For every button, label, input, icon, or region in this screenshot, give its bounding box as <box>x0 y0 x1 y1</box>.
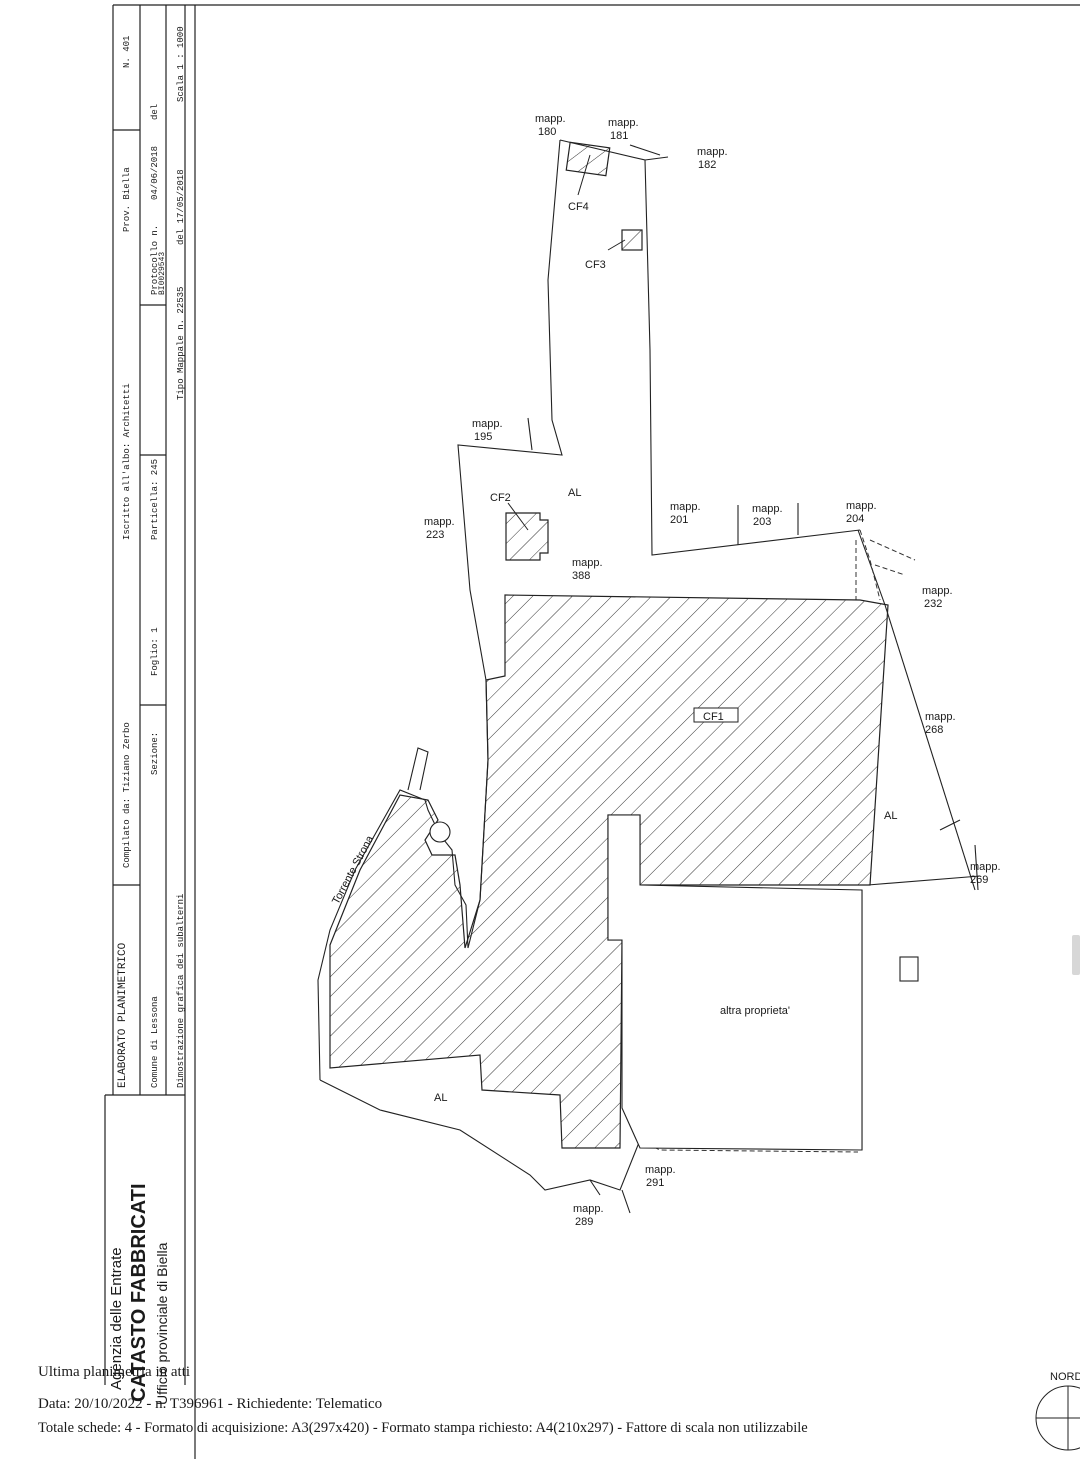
label-sezione: Sezione: <box>150 731 160 775</box>
label-scala: Scala 1 : 1000 <box>176 26 186 102</box>
label-cf4: CF4 <box>568 201 589 213</box>
label-mapp-181: mapp.181 <box>608 117 639 142</box>
label-mapp-223: mapp.223 <box>424 516 455 541</box>
north-compass <box>1035 1385 1080 1451</box>
cf3-hatched-area <box>621 229 643 251</box>
label-mapp-289: mapp.289 <box>573 1203 604 1228</box>
footer-line3: Totale schede: 4 - Formato di acquisizio… <box>38 1420 808 1436</box>
altra-proprieta-area <box>607 814 863 1151</box>
compass-label: NORD <box>1050 1371 1080 1383</box>
parcel-boundaries <box>317 139 981 1214</box>
cf4-hatched-area <box>565 141 611 177</box>
cf1-label-box <box>693 707 739 723</box>
label-dimostrazione: Dimostrazione grafica dei subalterni <box>176 893 186 1088</box>
label-mapp-204: mapp.204 <box>846 500 877 525</box>
label-al-right: AL <box>884 810 897 822</box>
label-mapp-195: mapp.195 <box>472 418 503 443</box>
label-mapp-180: mapp.180 <box>535 113 566 138</box>
label-iscritto: Iscritto all'albo: Architetti <box>122 383 132 540</box>
label-mapp-388: mapp.388 <box>572 557 603 582</box>
label-al-top: AL <box>568 487 581 499</box>
label-prov: Prov. Biella <box>122 167 132 232</box>
label-date: 04/06/2018 <box>150 145 160 200</box>
label-tipo-mappale: Tipo Mappale n. 22535 <box>176 286 186 400</box>
label-mapp-182: mapp.182 <box>697 146 728 171</box>
label-mapp-203: mapp.203 <box>752 503 783 528</box>
label-mapp-268: mapp.268 <box>925 711 956 736</box>
label-altra-proprieta: altra proprieta' <box>720 1005 790 1017</box>
label-elaborato: ELABORATO PLANIMETRICO <box>117 942 129 1088</box>
label-mapp-269: mapp.269 <box>970 861 1001 886</box>
pond-circle <box>429 821 451 843</box>
label-particella: Particella: 245 <box>150 458 160 540</box>
label-compilato: Compilato da: Tiziano Zerbo <box>122 722 132 868</box>
footer-line2: Data: 20/10/2022 - n. T396961 - Richiede… <box>38 1396 383 1412</box>
label-del: del <box>150 103 160 120</box>
title-block-frame <box>104 4 1080 1459</box>
cf2-hatched-area <box>505 512 549 561</box>
label-protocollo-num: BI0029543 <box>158 251 167 295</box>
leader-lines <box>507 154 626 531</box>
label-cf3: CF3 <box>585 259 606 271</box>
label-cf1: CF1 <box>703 711 724 723</box>
label-mapp-201: mapp.201 <box>670 501 701 526</box>
label-n: N. 401 <box>122 35 132 68</box>
scrollbar-thumb[interactable] <box>1072 935 1080 975</box>
label-mapp-291: mapp.291 <box>645 1164 676 1189</box>
label-cf2: CF2 <box>490 492 511 504</box>
label-al-bottom: AL <box>434 1092 447 1104</box>
label-foglio: Foglio: 1 <box>150 627 160 676</box>
footer-line1: Ultima planimetria in atti <box>38 1364 191 1380</box>
label-comune: Comune di Lessona <box>150 996 160 1088</box>
label-mapp-232: mapp.232 <box>922 585 953 610</box>
label-tipo-del: del 17/05/2018 <box>176 169 186 245</box>
